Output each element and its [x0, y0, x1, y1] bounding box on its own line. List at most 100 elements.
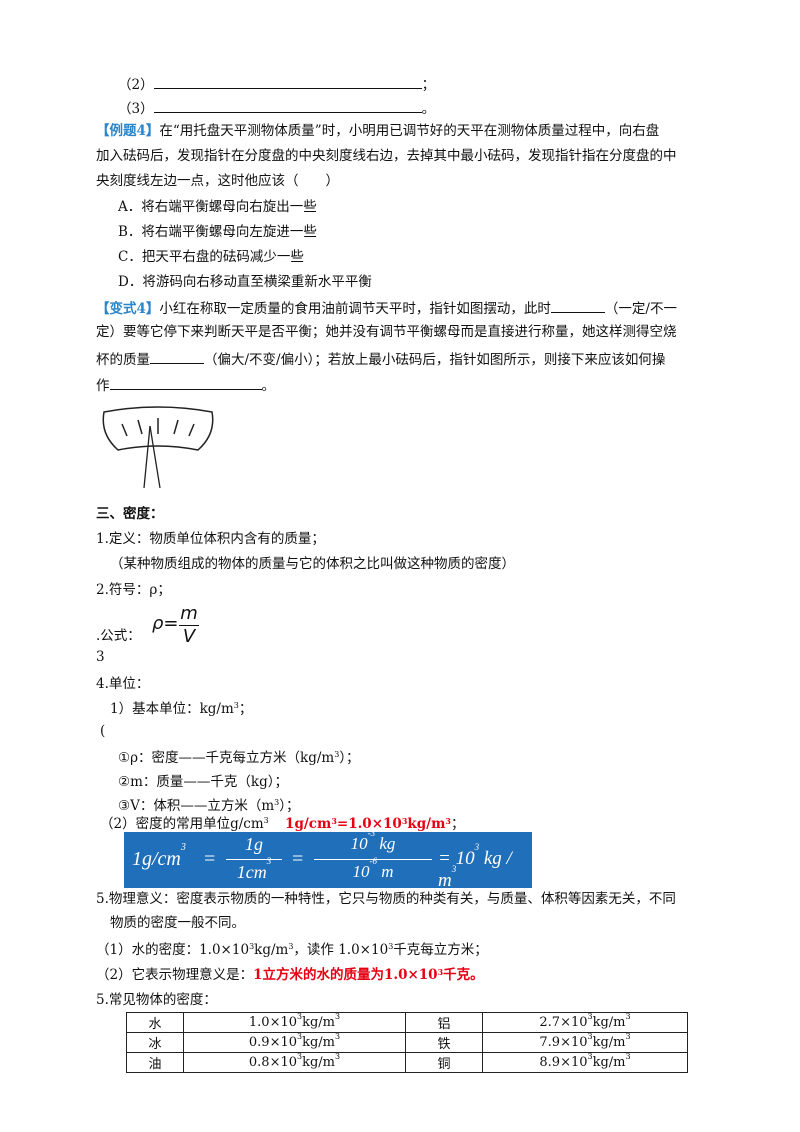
formula-label: .公式： [96, 628, 141, 644]
water-density: （1）水的密度：1.0×103kg/m3，读作 1.0×103千克每立方米； [96, 941, 488, 959]
superscript: -6 [369, 856, 377, 866]
value: 2.7×10 [539, 1015, 588, 1030]
box-text: 10 [350, 834, 368, 853]
option-d[interactable]: D．将游码向右移动直至横梁重新水平平衡 [118, 274, 372, 290]
variant4-line4: 作。 [96, 375, 275, 395]
table-row: 水 1.0×103kg/m3 铝 2.7×103kg/m3 [126, 1012, 688, 1033]
example4-line2: 加入砝码后，发现指针在分度盘的中央刻度线右边，去掉其中最小砝码，发现指针指在分度… [96, 148, 677, 164]
unit-v: ③V：体积——立方米（m3）； [118, 797, 300, 815]
superscript: 3 [625, 1052, 631, 1061]
text: 千克每立方米； [393, 942, 488, 958]
box-num-1: 1g [245, 834, 263, 854]
item-label: （2） [118, 77, 154, 93]
table-cell: 油 [126, 1052, 184, 1073]
punct: ； [450, 816, 465, 832]
common-unit: （2）密度的常用单位g/cm3 1g/cm3=1.0×103kg/m3； [100, 815, 464, 833]
value: 0.8×10 [248, 1055, 297, 1070]
table-cell: 7.9×103kg/m3 [482, 1032, 688, 1053]
punct: ； [421, 77, 436, 93]
answer-blank[interactable] [153, 74, 422, 89]
superscript: 3 [335, 1052, 341, 1061]
item-label: （3） [118, 101, 154, 117]
units-heading: 4.单位： [96, 676, 150, 692]
table-cell: 8.9×103kg/m3 [482, 1052, 688, 1073]
variant4-line2: 定）要等它停下来判断天平是否平衡；她并没有调节平衡螺母而是直接进行称量，她这样测… [96, 324, 677, 340]
unit-rho: ①ρ：密度——千克每立方米（kg/m3）； [118, 749, 360, 767]
superscript: 3 [335, 1012, 341, 1021]
equals-2: = [292, 848, 304, 870]
water-meaning: （2）它表示物理意义是：1立方米的水的质量为1.0×103千克。 [96, 966, 484, 984]
unit: kg/m [592, 1015, 626, 1030]
option-b[interactable]: B．将右端平衡螺母向左旋进一些 [118, 224, 317, 240]
blank-line-2: （2） ； [118, 74, 435, 94]
punct: ； [238, 701, 253, 717]
open-paren: ( [100, 723, 106, 739]
text: ，读作 1.0×10 [293, 942, 389, 958]
table-cell: 0.9×103kg/m3 [183, 1032, 406, 1053]
question-text: （一定/不一 [604, 301, 677, 317]
superscript: 3 [334, 750, 340, 759]
superscript: 3 [233, 701, 239, 710]
formula-numerator: m [180, 603, 198, 624]
box-bar-1 [226, 859, 282, 860]
unit-conversion: 1g/cm3=1.0×103kg/m3 [285, 816, 451, 832]
red-text: 千克。 [443, 967, 484, 983]
unit-text: ）； [339, 750, 360, 766]
value: 0.9×10 [248, 1035, 297, 1050]
table-cell: 冰 [126, 1032, 184, 1053]
superscript: 3 [401, 816, 408, 826]
unit-text: （2）密度的常用单位g/cm [100, 816, 264, 832]
formula-denominator: V [182, 626, 196, 647]
question-text: 作 [96, 378, 110, 394]
red-text: =1.0×10 [336, 816, 402, 832]
common-densities-heading: 5.常见物体的密度： [96, 992, 217, 1008]
unit-text: ①ρ：密度——千克每立方米（kg/m [118, 750, 335, 766]
option-a[interactable]: A．将右端平衡螺母向右旋出一些 [118, 199, 317, 215]
box-text: m [376, 862, 394, 881]
superscript: 3 [274, 798, 280, 807]
answer-blank[interactable] [109, 375, 262, 390]
superscript: 3 [451, 864, 457, 874]
superscript: 3 [474, 842, 480, 852]
answer-blank[interactable] [150, 349, 204, 364]
text: （1）水的密度：1.0×10 [96, 942, 250, 958]
table-cell: 铜 [405, 1052, 483, 1073]
unit: kg/m [302, 1015, 335, 1030]
unit: kg/m [302, 1035, 335, 1050]
superscript: 3 [445, 816, 451, 826]
superscript: 3 [266, 856, 272, 866]
superscript: 3 [587, 1012, 593, 1021]
table-cell: 2.7×103kg/m3 [482, 1012, 688, 1033]
superscript: 3 [335, 1032, 341, 1041]
table-row: 油 0.8×103kg/m3 铜 8.9×103kg/m3 [126, 1052, 688, 1073]
box-text: = 10 [438, 848, 475, 869]
superscript: 3 [297, 1032, 303, 1041]
punct: 。 [421, 101, 436, 117]
fraction-bar [179, 625, 199, 626]
superscript: 3 [587, 1032, 593, 1041]
water-meaning-answer: 1立方米的水的质量为1.0×103千克。 [253, 967, 484, 983]
unit: kg/m [592, 1035, 626, 1050]
red-text: 1立方米的水的质量为1.0×10 [253, 967, 438, 983]
superscript: -3 [367, 828, 376, 838]
example-tag: 【例题4】 [96, 123, 160, 139]
box-bar-2 [314, 859, 432, 860]
superscript: 3 [437, 967, 444, 977]
superscript: 3 [625, 1012, 631, 1021]
table-cell: 铝 [405, 1012, 483, 1033]
box-text: 1cm [236, 862, 267, 882]
superscript: 3 [263, 816, 269, 825]
value: 8.9×10 [539, 1055, 588, 1070]
box-text: kg [375, 834, 396, 853]
punct: 。 [261, 378, 276, 394]
formula-lhs: ρ= [152, 613, 179, 634]
variant4-line3: 杯的质量（偏大/不变/偏小）；若放上最小砝码后，指针如图所示，则接下来应该如何操 [96, 349, 665, 369]
answer-blank[interactable] [153, 98, 422, 113]
box-den-2: 10-6 m [318, 856, 428, 882]
answer-blank[interactable] [550, 298, 605, 313]
option-c[interactable]: C．把天平右盘的砝码减少一些 [118, 249, 304, 265]
definition-note: （某种物质组成的物体的质量与它的体积之比叫做这种物质的密度） [110, 556, 515, 572]
section-title: 三、密度： [96, 506, 164, 522]
text: （2）它表示物理意义是： [96, 967, 254, 983]
superscript: 3 [297, 1012, 303, 1021]
